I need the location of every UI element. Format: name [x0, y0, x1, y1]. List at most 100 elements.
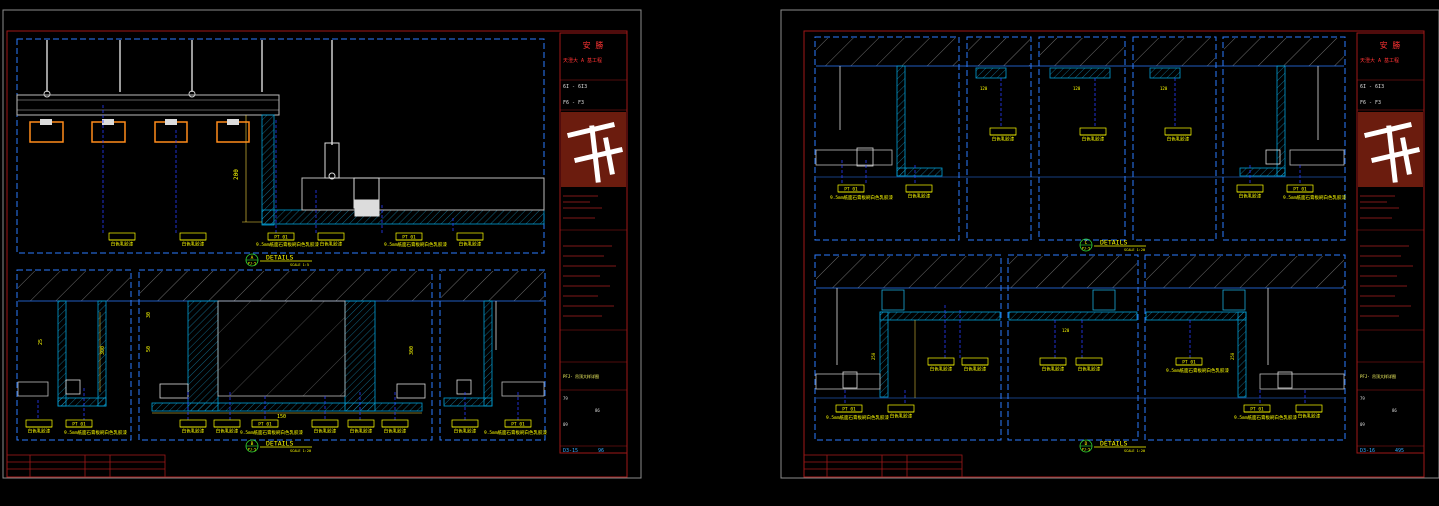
detail-a-callout-4-label: 白色乳胶漆 — [320, 241, 343, 248]
left-project-label: PFJ- 吊顶大样详图 — [563, 373, 599, 379]
right-num-3: 09 — [1360, 422, 1365, 427]
detail-c-viewport-1[interactable] — [814, 36, 960, 241]
detail-b-callout-9-label: 白色乳胶漆 — [454, 428, 477, 435]
detail-c-leaders — [841, 78, 1301, 185]
detail-a-callout-1: 白色乳胶漆 — [108, 232, 136, 248]
sheet-right-outer-border — [780, 9, 1439, 479]
left-page-number: 96 — [598, 448, 604, 454]
detail-d-title-title: DETAILS — [1100, 440, 1127, 448]
detail-c-slab — [816, 38, 1344, 178]
detail-c-callout-3: 白色乳胶漆 — [989, 127, 1017, 143]
detail-b-dim-3: 50 — [146, 346, 152, 352]
sheet-left-revision-table — [6, 454, 166, 478]
detail-d-callout-6-label: PT 01 — [842, 407, 856, 413]
detail-c-viewport-2[interactable] — [966, 36, 1032, 241]
detail-b-callout-6-label: 白色乳胶漆 — [314, 428, 337, 435]
detail-d-dim-2: 120 — [1062, 328, 1070, 333]
detail-d-callout-9: 白色乳胶漆 — [1295, 404, 1323, 420]
detail-b-viewport-1[interactable] — [16, 269, 132, 441]
detail-d-viewport-1[interactable] — [814, 254, 1002, 441]
sheet-left-title-block — [559, 32, 628, 454]
detail-c-callout-6-label: 白色乳胶漆 — [1239, 193, 1262, 200]
detail-c-dim-3: 120 — [1160, 86, 1168, 91]
right-sheet-code: D3-16 — [1360, 448, 1375, 454]
right-company-name: 安 勝 — [1380, 40, 1401, 50]
detail-d-dimensions: 250 120 250 — [871, 328, 1235, 360]
detail-b-callout-8: 白色乳胶漆 — [381, 419, 409, 435]
sheet-right: 120 120 120 — [780, 9, 1439, 479]
right-floor-range: F6 - F3 — [1360, 100, 1381, 106]
detail-b-viewport-2[interactable] — [138, 269, 433, 441]
detail-d-viewport-3[interactable] — [1144, 254, 1346, 441]
detail-b-callout-4: 白色乳胶漆 — [213, 419, 241, 435]
left-floor-range: F6 - F3 — [563, 100, 584, 106]
detail-a-geometry: 200 — [16, 40, 545, 226]
detail-a-callout-2-label: 白色乳胶漆 — [182, 241, 205, 248]
left-project-subtitle: 天澄大 A 基工程 — [563, 57, 602, 64]
right-logo-mark — [1363, 121, 1421, 183]
left-sheet-code: D3-15 — [563, 448, 578, 454]
detail-a-fixture-clips — [40, 119, 239, 125]
detail-d-callout-2-label: 白色乳胶漆 — [964, 366, 987, 373]
right-num-2: 86 — [1392, 408, 1397, 413]
sheet-left-outer-border — [2, 9, 642, 479]
detail-a-callout-2: 白色乳胶漆 — [179, 232, 207, 248]
detail-d-slab — [816, 256, 1344, 399]
sheet-right-title-block — [1356, 32, 1425, 454]
detail-b-dim-1: 25 — [38, 339, 44, 345]
detail-b-callout-7: 白色乳胶漆 — [347, 419, 375, 435]
detail-b-callout-10: PT 01 — [504, 419, 532, 428]
right-num-1: 79 — [1360, 396, 1365, 401]
detail-b-dimensions: 25 300 50 150 300 30 — [38, 312, 415, 420]
annotation-layer: 白色乳胶漆白色乳胶漆PT 01白色乳胶漆PT 01白色乳胶漆9.5mm纸面石膏板… — [25, 127, 1347, 453]
detail-a-callout-4: 白色乳胶漆 — [317, 232, 345, 248]
detail-c-callout-4: 白色乳胶漆 — [1079, 127, 1107, 143]
detail-c-callout-1: PT 01 — [837, 184, 865, 193]
detail-b-callout-4-label: 白色乳胶漆 — [216, 428, 239, 435]
detail-c-dim-2: 120 — [1073, 86, 1081, 91]
detail-d-callout-3: 白色乳胶漆 — [1039, 357, 1067, 373]
detail-b-callout-2-label: PT 01 — [72, 422, 86, 428]
detail-d-callout-2: 白色乳胶漆 — [961, 357, 989, 373]
detail-d-callout-8-label: PT 01 — [1250, 407, 1264, 413]
detail-a-callout-5-label: PT 01 — [402, 235, 416, 241]
detail-c-viewport-4[interactable] — [1132, 36, 1217, 241]
detail-d-callout-6: PT 01 — [835, 404, 863, 413]
detail-c-title-page: PJ-5 — [1082, 247, 1090, 251]
detail-b-title-scale: SCALE 1:20 — [290, 449, 311, 453]
left-num-1: 79 — [563, 396, 568, 401]
detail-a-viewport[interactable] — [16, 38, 545, 254]
detail-d-callout-4-label: 白色乳胶漆 — [1078, 366, 1101, 373]
detail-d-dim-1: 250 — [871, 352, 876, 360]
detail-d-callout-7: 白色乳胶漆 — [887, 404, 915, 420]
detail-b-title-letter: B — [251, 441, 254, 447]
detail-c-callout-2-label: 白色乳胶漆 — [908, 193, 931, 200]
sheet-left: 200 — [2, 9, 642, 479]
detail-b-viewport-3[interactable] — [439, 269, 546, 441]
right-project-label: PFJ- 吊顶大样详图 — [1360, 373, 1396, 379]
detail-c-callout-5: 白色乳胶漆 — [1164, 127, 1192, 143]
detail-b-slab — [18, 271, 544, 302]
detail-d-callout-5-label: PT 01 — [1182, 360, 1196, 366]
detail-c-title-title: DETAILS — [1100, 239, 1127, 247]
detail-b-geometry — [17, 300, 545, 414]
detail-d-viewport-2[interactable] — [1007, 254, 1139, 441]
detail-b-dim-6: 30 — [146, 312, 152, 318]
detail-d-callout-9-label: 白色乳胶漆 — [1298, 413, 1321, 420]
detail-d-callout-7-label: 白色乳胶漆 — [890, 413, 913, 420]
right-drawing-number: 6I - 6I3 — [1360, 84, 1384, 90]
detail-c-title-scale: SCALE 1:20 — [1124, 248, 1145, 252]
detail-b-callout-2: PT 01 — [65, 419, 93, 428]
left-drawing-number: 6I - 6I3 — [563, 84, 587, 90]
detail-d-geometry — [815, 288, 1345, 398]
detail-a-title-scale: SCALE 1:5 — [290, 263, 309, 267]
detail-c-callout-2: 白色乳胶漆 — [905, 184, 933, 200]
detail-d-title-scale: SCALE 1:20 — [1124, 449, 1145, 453]
detail-d-callout-1-label: 白色乳胶漆 — [930, 366, 953, 373]
detail-d-callout-5: PT 01 — [1175, 357, 1203, 366]
detail-b-dim-5: 300 — [409, 346, 415, 355]
